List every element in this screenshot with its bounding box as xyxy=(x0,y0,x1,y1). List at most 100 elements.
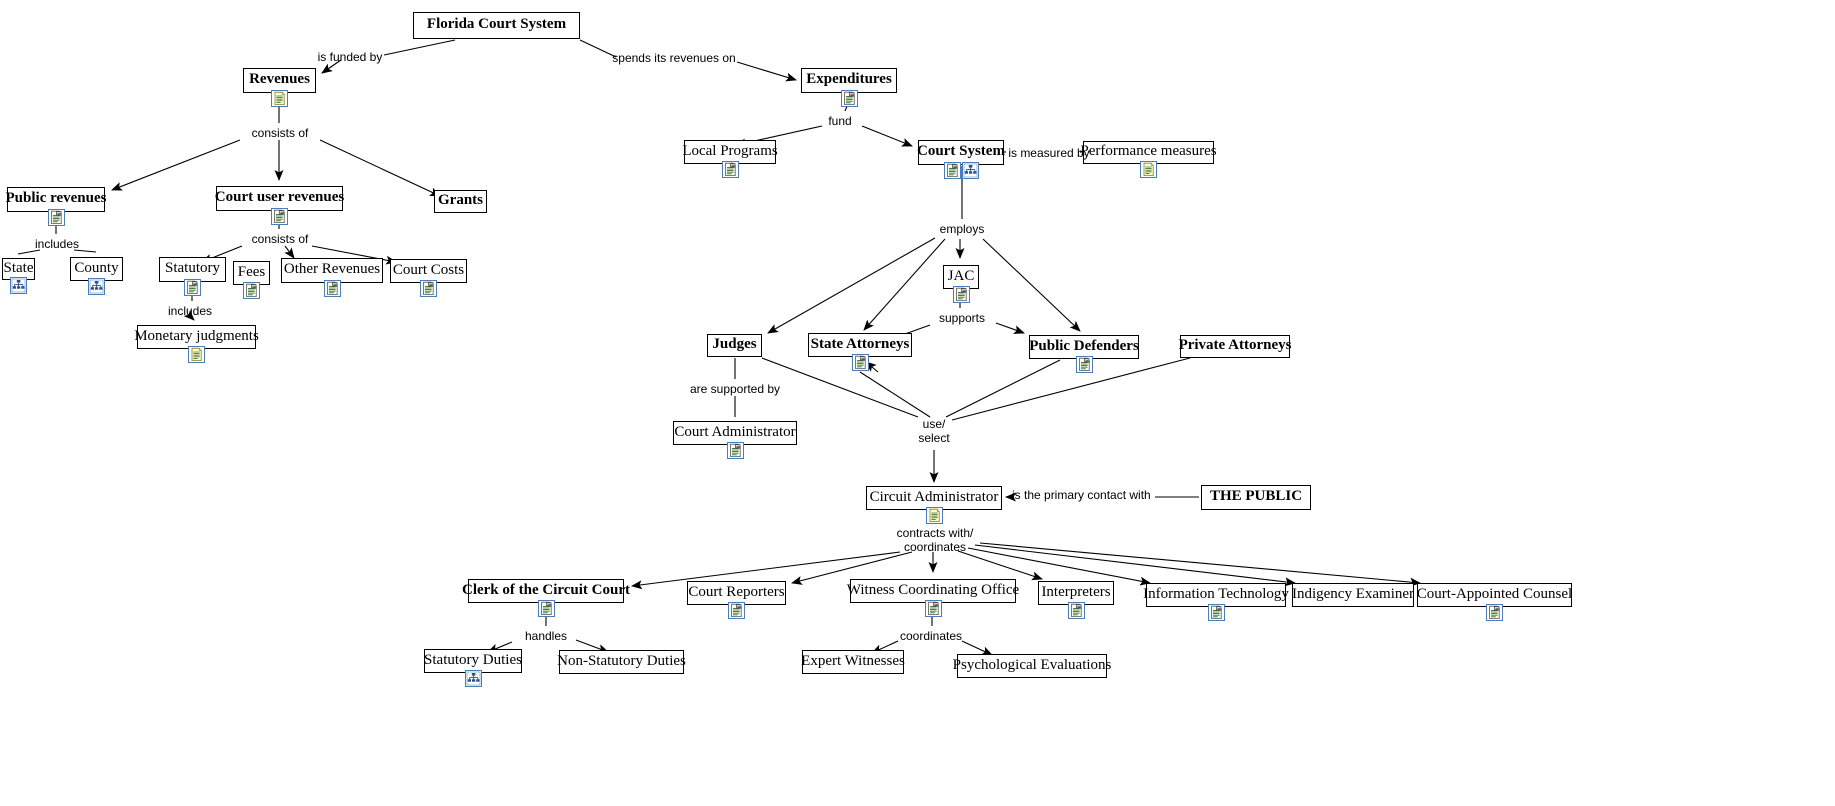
node-resource-icons[interactable] xyxy=(840,90,858,107)
document-image-icon[interactable] xyxy=(1207,604,1225,621)
node-witness-coordinating-office[interactable]: Witness Coordinating Office xyxy=(847,579,1019,603)
link-label-includes-public[interactable]: includes xyxy=(34,237,80,251)
document-image-icon[interactable] xyxy=(851,354,869,371)
document-icon[interactable] xyxy=(271,90,288,107)
node-resource-icons[interactable] xyxy=(721,161,739,178)
document-icon[interactable] xyxy=(925,507,943,524)
document-image-icon[interactable] xyxy=(840,90,858,107)
node-circuit-administrator[interactable]: Circuit Administrator xyxy=(866,486,1002,510)
node-expert-witnesses[interactable]: Expert Witnesses xyxy=(801,650,905,674)
document-image-icon[interactable] xyxy=(47,209,65,226)
node-resource-icons[interactable] xyxy=(10,277,27,294)
node-resource-icons[interactable] xyxy=(1067,602,1085,619)
node-resource-icons[interactable] xyxy=(464,670,482,687)
node-court-reporters[interactable]: Court Reporters xyxy=(687,581,786,605)
node-resource-icons[interactable] xyxy=(1207,604,1225,621)
document-image-icon[interactable] xyxy=(952,286,970,303)
link-label-consists-of-court-user[interactable]: consists of xyxy=(251,232,309,246)
document-image-icon[interactable] xyxy=(1075,356,1093,373)
document-image-icon[interactable] xyxy=(721,161,739,178)
document-image-icon[interactable] xyxy=(726,442,744,459)
tree-icon[interactable] xyxy=(464,670,482,687)
node-other-revenues[interactable]: Other Revenues xyxy=(281,258,383,283)
tree-icon[interactable] xyxy=(88,278,105,295)
node-revenues[interactable]: Revenues xyxy=(243,68,316,93)
node-resource-icons[interactable] xyxy=(1140,161,1157,178)
node-grants[interactable]: Grants xyxy=(434,190,487,213)
tree-icon[interactable] xyxy=(10,277,27,294)
node-resource-icons[interactable] xyxy=(323,280,341,297)
node-court-costs[interactable]: Court Costs xyxy=(390,259,467,283)
document-image-icon[interactable] xyxy=(420,280,437,297)
node-label: Court-Appointed Counsel xyxy=(1416,585,1573,602)
edge-to-clerk xyxy=(631,551,901,590)
node-public-revenues[interactable]: Public revenues xyxy=(6,187,107,212)
node-resource-icons[interactable] xyxy=(1486,604,1503,621)
node-resource-icons[interactable] xyxy=(943,162,979,179)
document-image-icon[interactable] xyxy=(924,600,942,617)
node-resource-icons[interactable] xyxy=(420,280,437,297)
node-expenditures[interactable]: Expenditures xyxy=(801,68,897,93)
node-the-public[interactable]: THE PUBLIC xyxy=(1201,485,1311,510)
node-non-statutory-duties[interactable]: Non-Statutory Duties xyxy=(557,650,686,674)
document-image-icon[interactable] xyxy=(184,279,201,296)
node-label: Information Technology xyxy=(1143,585,1289,602)
link-label-consists-of-revenues[interactable]: consists of xyxy=(251,126,309,140)
document-icon[interactable] xyxy=(188,346,205,363)
node-court-appointed-counsel[interactable]: Court-Appointed Counsel xyxy=(1417,583,1572,607)
node-judges[interactable]: Judges xyxy=(707,334,762,357)
node-private-attorneys[interactable]: Private Attorneys xyxy=(1179,335,1291,358)
node-resource-icons[interactable] xyxy=(952,286,970,303)
node-resource-icons[interactable] xyxy=(88,278,105,295)
document-image-icon[interactable] xyxy=(1486,604,1503,621)
link-label-includes-statutory[interactable]: includes xyxy=(167,304,213,318)
link-label-fund[interactable]: fund xyxy=(828,114,852,128)
node-resource-icons[interactable] xyxy=(271,90,288,107)
node-resource-icons[interactable] xyxy=(47,209,65,226)
document-icon[interactable] xyxy=(1140,161,1157,178)
link-label-use-select[interactable]: use/ select xyxy=(918,417,950,445)
document-image-icon[interactable] xyxy=(728,602,745,619)
node-resource-icons[interactable] xyxy=(243,282,260,299)
node-resource-icons[interactable] xyxy=(188,346,205,363)
node-resource-icons[interactable] xyxy=(925,507,943,524)
node-resource-icons[interactable] xyxy=(537,600,555,617)
node-psychological-evaluations[interactable]: Psychological Evaluations xyxy=(953,654,1111,678)
node-court-system[interactable]: Court System xyxy=(917,140,1005,165)
node-information-technology[interactable]: Information Technology xyxy=(1143,583,1289,607)
document-image-icon[interactable] xyxy=(1067,602,1085,619)
node-resource-icons[interactable] xyxy=(271,208,288,225)
link-label-are-supported-by[interactable]: are supported by xyxy=(689,382,781,396)
node-resource-icons[interactable] xyxy=(851,354,869,371)
node-court-administrator[interactable]: Court Administrator xyxy=(673,421,797,445)
document-image-icon[interactable] xyxy=(537,600,555,617)
node-statutory-duties[interactable]: Statutory Duties xyxy=(424,649,522,673)
node-indigency-examiner[interactable]: Indigency Examiner xyxy=(1292,583,1414,607)
node-performance-measures[interactable]: Performance measures xyxy=(1080,141,1217,164)
node-label: THE PUBLIC xyxy=(1209,488,1303,505)
link-label-spends-its-revenues-on[interactable]: spends its revenues on xyxy=(612,51,736,65)
document-image-icon[interactable] xyxy=(243,282,260,299)
link-label-is-funded-by[interactable]: is funded by xyxy=(317,50,383,64)
node-resource-icons[interactable] xyxy=(726,442,744,459)
node-resource-icons[interactable] xyxy=(1075,356,1093,373)
link-label-handles[interactable]: handles xyxy=(524,629,568,643)
link-label-is-measured-by[interactable]: is measured by xyxy=(1008,146,1090,160)
document-image-icon[interactable] xyxy=(323,280,341,297)
document-image-icon[interactable] xyxy=(271,208,288,225)
link-label-employs[interactable]: employs xyxy=(939,222,985,236)
link-label-supports[interactable]: supports xyxy=(938,311,986,325)
link-label-coordinates[interactable]: coordinates xyxy=(899,629,963,643)
document-image-icon[interactable] xyxy=(943,162,961,179)
node-florida-court-system[interactable]: Florida Court System xyxy=(413,12,580,39)
node-court-user-revenues[interactable]: Court user revenues xyxy=(215,186,344,211)
node-monetary-judgments[interactable]: Monetary judgments xyxy=(134,325,259,349)
node-county[interactable]: County xyxy=(70,257,123,281)
tree-icon[interactable] xyxy=(961,162,979,179)
node-resource-icons[interactable] xyxy=(728,602,745,619)
node-resource-icons[interactable] xyxy=(924,600,942,617)
link-label-contracts-with-coordinates[interactable]: contracts with/ coordinates xyxy=(896,526,974,554)
link-label-is-the-primary-contact-with[interactable]: is the primary contact with xyxy=(1012,488,1151,502)
node-label: Circuit Administrator xyxy=(869,488,999,505)
node-resource-icons[interactable] xyxy=(184,279,201,296)
